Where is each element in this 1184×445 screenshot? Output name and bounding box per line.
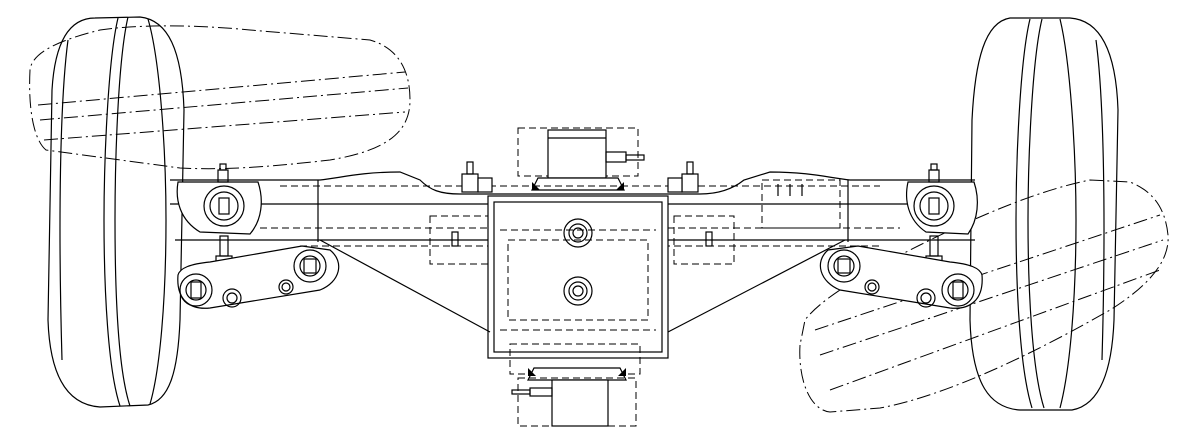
top-motor-housing (517, 127, 645, 191)
right-wheel (969, 17, 1119, 411)
left-steering-arm (177, 245, 340, 309)
beam-bolts (451, 231, 713, 247)
right-knuckle (905, 163, 978, 263)
left-knuckle (176, 163, 262, 263)
left-wheel-steered-ghost (29, 25, 411, 170)
support-struts (319, 239, 846, 333)
center-gearbox (487, 195, 669, 359)
bottom-motor-housing (509, 343, 641, 427)
top-fittings (461, 161, 699, 193)
right-wheel-steered-ghost (799, 179, 1169, 413)
left-wheel (47, 16, 185, 408)
right-steering-arm (819, 245, 983, 309)
